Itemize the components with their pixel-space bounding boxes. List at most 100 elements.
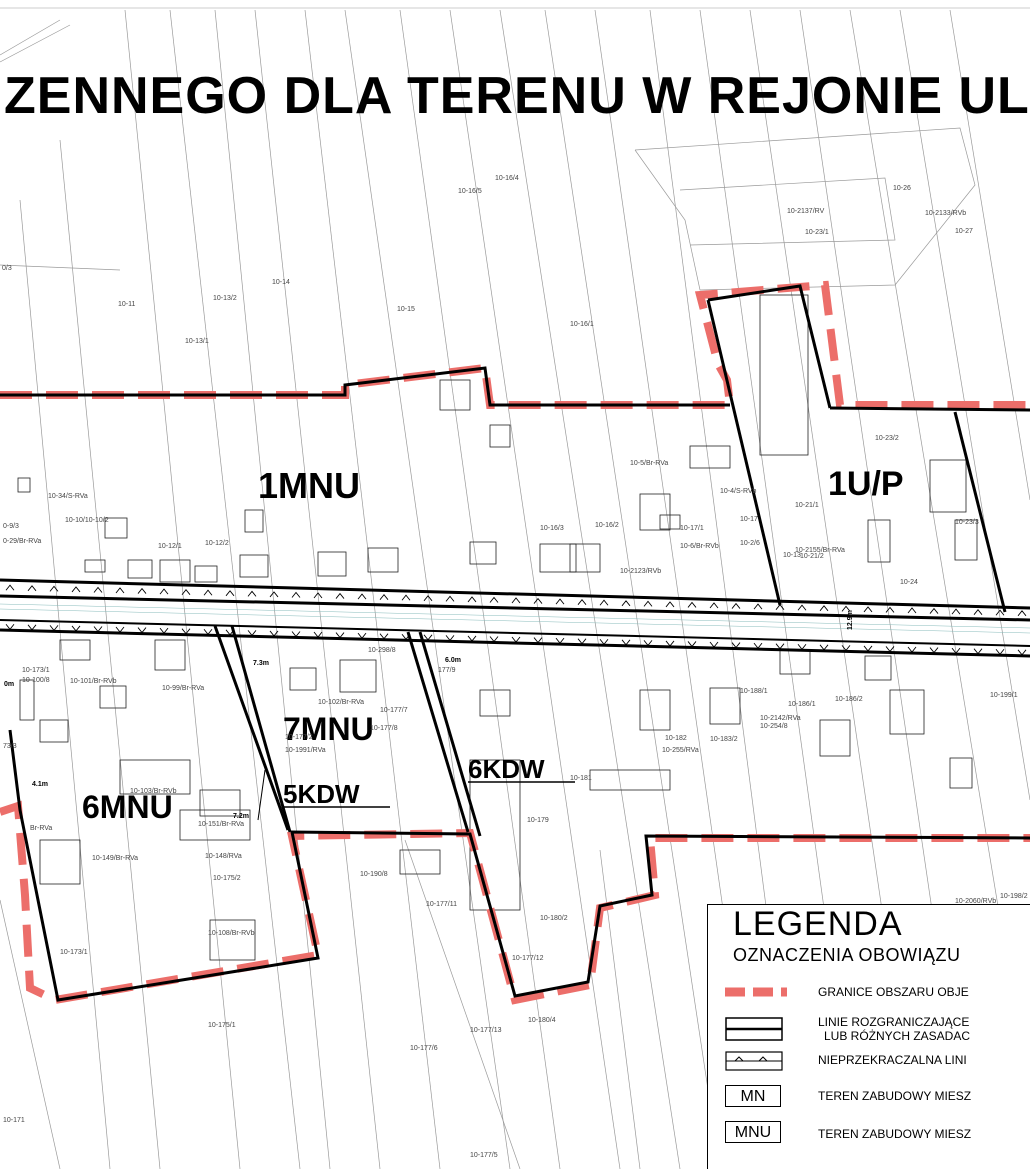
parcel-label: 10-255/RVa <box>662 747 699 754</box>
parcel-label: 10-186/1 <box>788 701 816 708</box>
parcel-label: 10-100/8 <box>22 677 50 684</box>
parcel-label: 10-2123/RVb <box>620 568 661 575</box>
plan-title: ZENNEGO DLA TERENU W REJONIE UL <box>4 67 1030 125</box>
parcel-label: 10-177/5 <box>470 1152 498 1159</box>
parcel-label: Br-RVa <box>30 825 52 832</box>
parcel-label: 10-99/Br-RVa <box>162 685 204 692</box>
parcel-label: 10-175/2 <box>213 875 241 882</box>
parcel-label: 10-1991/RVa <box>285 747 326 754</box>
parcel-label: 10-16/4 <box>495 175 519 182</box>
parcel-label: 10-177/12 <box>512 955 544 962</box>
legend-item-text: TEREN ZABUDOWY MIESZ <box>818 1089 972 1103</box>
parcel-label: 10-177/6 <box>410 1045 438 1052</box>
legend-item-text-line2: LUB RÓŻNYCH ZASADAC <box>824 1029 971 1043</box>
parcel-label: 10-2142/RVa <box>760 715 801 722</box>
parcel-label: 10-175/1 <box>208 1022 236 1029</box>
parcel-label: 10-6/Br-RVb <box>680 543 719 550</box>
parcel-label: 10-15 <box>397 306 415 313</box>
parcel-label: 10-16/5 <box>458 188 482 195</box>
parcel-label: 10-171 <box>3 1117 25 1124</box>
parcel-labels: 10-16/5 10-16/4 10-26 10-2137/RV 10-23/1 10-2… <box>2 175 1028 1159</box>
parcel-label: 10-102/Br-RVa <box>318 699 364 706</box>
parcel-label: 10-16/3 <box>540 525 564 532</box>
parcel-label: 10-21/1 <box>795 502 819 509</box>
zone-label-1up: 1U/P <box>828 465 904 503</box>
parcel-label: 10-298/8 <box>368 647 396 654</box>
parcel-label: 10-11 <box>118 301 135 308</box>
parcel-label: 10-2133/RVb <box>925 210 966 217</box>
parcel-label: 10-27 <box>955 228 973 235</box>
parcel-label: 10-12/1 <box>158 543 182 550</box>
parcel-label: 10-177/11 <box>426 901 457 908</box>
parcel-label: 10-188/1 <box>740 688 768 695</box>
legend-item-text: NIEPRZEKRACZALNA LINI <box>818 1053 967 1067</box>
road-details <box>0 603 1030 634</box>
parcel-label: 10-177/7 <box>380 707 408 714</box>
parcel-label: 10-21/2 <box>800 553 824 560</box>
zone-code-box: MNU <box>725 1121 781 1143</box>
parcel-label: 10-180/4 <box>528 1017 556 1024</box>
parcel-label: 10-24 <box>900 579 918 586</box>
zone-label-6kdw: 6KDW <box>468 754 545 784</box>
parcel-label: 10-5/Br-RVa <box>630 460 668 467</box>
parcel-label: 10-17/1 <box>680 525 704 532</box>
parcel-label: 10-199/1 <box>990 692 1018 699</box>
parcel-label: 10-183/2 <box>710 736 738 743</box>
parcel-label: 10-173/1 <box>60 949 88 956</box>
parcel-label: 10-13 <box>783 552 801 559</box>
parcel-label: 10-254/8 <box>760 723 788 730</box>
parcel-label: 10-4/S-RVb <box>720 488 757 495</box>
parcel-label: 10-17 <box>740 516 758 523</box>
zone-label-5kdw: 5KDW <box>283 779 360 809</box>
parcel-label: 10-148/RVa <box>205 853 242 860</box>
legend-title: LEGENDA <box>733 905 903 943</box>
dimension-label: 7.2m <box>233 813 249 820</box>
parcel-label: 10-23/2 <box>875 435 899 442</box>
dimension-label: 7.3m <box>253 660 269 667</box>
parcel-label: 10-13/2 <box>213 295 237 302</box>
parcel-label: 10-103/Br-RVb <box>130 788 177 795</box>
zone-label-7mnu: 7MNU <box>283 711 374 747</box>
parcel-label: 10-181 <box>570 775 592 782</box>
dimension-label: 0m <box>4 681 14 688</box>
dimension-label: 12.9m <box>847 610 854 630</box>
parcel-label: 73/3 <box>3 743 17 750</box>
legend-panel: LEGENDA OZNACZENIA OBOWIĄZU GRANICE OBSZ… <box>707 904 1030 1169</box>
parcel-label: 10-2155/Br-RVa <box>795 547 845 554</box>
dimension-label: 4.1m <box>32 781 48 788</box>
parcel-label: 10-180/2 <box>540 915 568 922</box>
parcel-label: 10-177/2 <box>285 734 313 741</box>
parcel-label: 10-23/1 <box>805 229 829 236</box>
parcel-label: 0-9/3 <box>3 523 19 530</box>
parcel-label: 10-12/2 <box>205 540 229 547</box>
parcel-label: 10-101/Br-RVb <box>70 678 117 685</box>
parcel-label: 10-2/6 <box>740 540 760 547</box>
parcel-label: 10-14 <box>272 279 290 286</box>
legend-item-text: TEREN ZABUDOWY MIESZ <box>818 1127 972 1141</box>
parcel-label: 177/9 <box>438 667 456 674</box>
double-line-icon <box>725 1017 783 1041</box>
parcel-label: 10-23/3 <box>955 519 979 526</box>
parcel-label: 10-34/S-RVa <box>48 493 88 500</box>
parcel-label: 0/3 <box>2 265 12 272</box>
parcel-label: 10-190/8 <box>360 871 388 878</box>
parcel-label: 10-177/13 <box>470 1027 502 1034</box>
dimension-label: 6.0m <box>445 657 461 664</box>
parcel-label: 10-151/Br-RVa <box>198 821 244 828</box>
zone-code-box: MN <box>725 1085 781 1107</box>
parcel-label: 10-16/2 <box>595 522 619 529</box>
legend-item-text: LINIE ROZGRANICZAJĄCE <box>818 1015 970 1029</box>
zone-label-1mnu: 1MNU <box>258 465 360 506</box>
parcel-label: 10-26 <box>893 185 911 192</box>
legend-item-text: GRANICE OBSZARU OBJE <box>818 985 969 999</box>
parcel-label: 10-2137/RV <box>787 208 825 215</box>
parcel-label: 10-198/2 <box>1000 893 1028 900</box>
zone-label-6mnu: 6MNU <box>82 789 173 825</box>
parcel-label: 10-173/1 <box>22 667 50 674</box>
parcel-label: 10-10/10-10/2 <box>65 517 109 524</box>
parcel-label: 0-29/Br-RVa <box>3 538 41 545</box>
parcel-label: 10-149/Br-RVa <box>92 855 138 862</box>
building-line-marks <box>5 584 1027 656</box>
parcel-label: 10-13/1 <box>185 338 209 345</box>
